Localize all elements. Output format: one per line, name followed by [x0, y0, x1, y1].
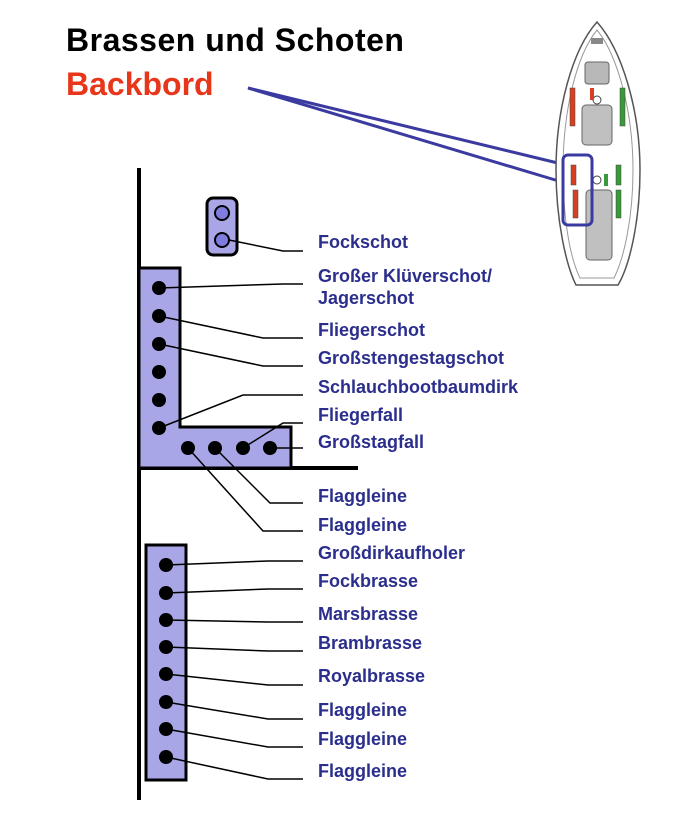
label-flaggleine-1: Flaggleine [318, 486, 408, 506]
ship-plan-icon [555, 20, 641, 286]
label-grossdirkaufholer: Großdirkaufholer [318, 543, 466, 563]
lower-pinrail [144, 543, 188, 782]
label-fliegerschot: Fliegerschot [318, 320, 426, 340]
label-grossstengestagschot: Großstengestagschot [318, 348, 505, 368]
l-pinrail [137, 266, 293, 470]
label-fockschot: Fockschot [318, 232, 409, 252]
label-marsbrasse: Marsbrasse [318, 604, 419, 624]
pin [152, 365, 166, 379]
label-flaggleine-2: Flaggleine [318, 515, 408, 535]
label-fliegerfall: Fliegerfall [318, 405, 404, 425]
label-flaggleine-5: Flaggleine [318, 761, 408, 781]
page-subtitle: Backbord [66, 66, 214, 102]
label-brambrasse: Brambrasse [318, 633, 423, 653]
label-schlauchbootbaumdirk: Schlauchbootbaumdirk [318, 377, 519, 397]
label-klueverschot-1: Großer Klüverschot/ [318, 266, 493, 286]
pin [214, 205, 230, 221]
pin [152, 393, 166, 407]
label-klueverschot-2: Jagerschot [318, 288, 415, 308]
backbord-connector [247, 86, 567, 184]
label-royalbrasse: Royalbrasse [318, 666, 426, 686]
pin [214, 232, 230, 248]
label-fockbrasse: Fockbrasse [318, 571, 419, 591]
label-flaggleine-3: Flaggleine [318, 700, 408, 720]
page-title: Brassen und Schoten [66, 22, 405, 58]
label-flaggleine-4: Flaggleine [318, 729, 408, 749]
label-grossstagfall: Großstagfall [318, 432, 425, 452]
backbord-highlight [561, 153, 594, 227]
leader-lines [158, 239, 303, 780]
